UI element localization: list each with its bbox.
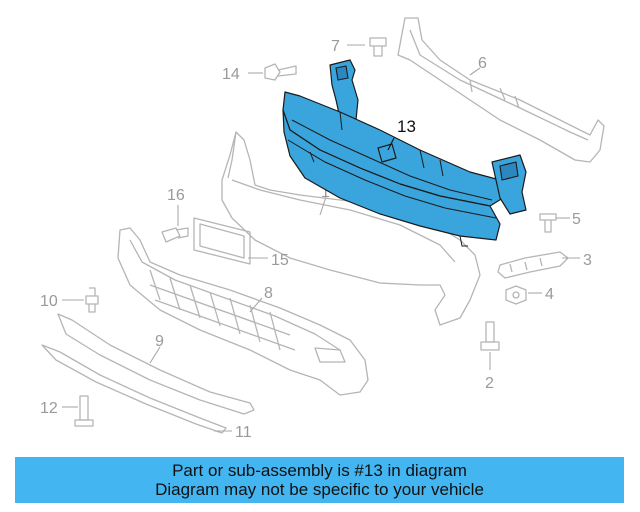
callout-12: 12: [40, 400, 58, 417]
part-5-clip: [539, 213, 557, 233]
callout-1: 1: [321, 184, 330, 201]
part-13-reinforcement-beam[interactable]: [282, 59, 527, 247]
callout-3: 3: [583, 252, 592, 269]
part-1-bumper-cover: [221, 131, 481, 326]
callout-7: 7: [331, 38, 340, 55]
callout-8: 8: [264, 285, 273, 302]
banner-line-2: Diagram may not be specific to your vehi…: [155, 480, 484, 499]
part-16-clip: [161, 227, 189, 243]
part-12-bolt: [74, 395, 94, 427]
part-4-nut: [505, 285, 527, 305]
part-3-bracket: [497, 251, 569, 279]
part-7-bolt: [369, 37, 387, 57]
part-8-lower-grille: [117, 227, 369, 396]
parts-diagram: 6 7 14 1 16 15 8: [40, 17, 605, 441]
part-10-pin: [85, 287, 99, 313]
callout-16: 16: [167, 187, 185, 204]
callout-11: 11: [235, 424, 252, 441]
callout-10: 10: [40, 293, 58, 310]
callout-9: 9: [155, 333, 164, 350]
callout-15: 15: [271, 252, 289, 269]
callout-14: 14: [222, 66, 240, 83]
callout-2: 2: [485, 375, 494, 392]
part-15-plate-bracket: [193, 217, 251, 265]
part-6-absorber: [397, 17, 605, 163]
part-14-bolt: [264, 63, 297, 81]
callout-5: 5: [572, 211, 581, 228]
part-9-trim-strip: [57, 313, 255, 415]
part-11-lower-lip: [41, 344, 227, 434]
banner-line-1: Part or sub-assembly is #13 in diagram: [172, 461, 467, 480]
part-2-bolt: [480, 321, 500, 351]
callout-13: 13: [397, 117, 416, 136]
callout-4: 4: [545, 286, 554, 303]
callout-6: 6: [478, 55, 487, 72]
info-banner: Part or sub-assembly is #13 in diagram D…: [15, 457, 624, 503]
